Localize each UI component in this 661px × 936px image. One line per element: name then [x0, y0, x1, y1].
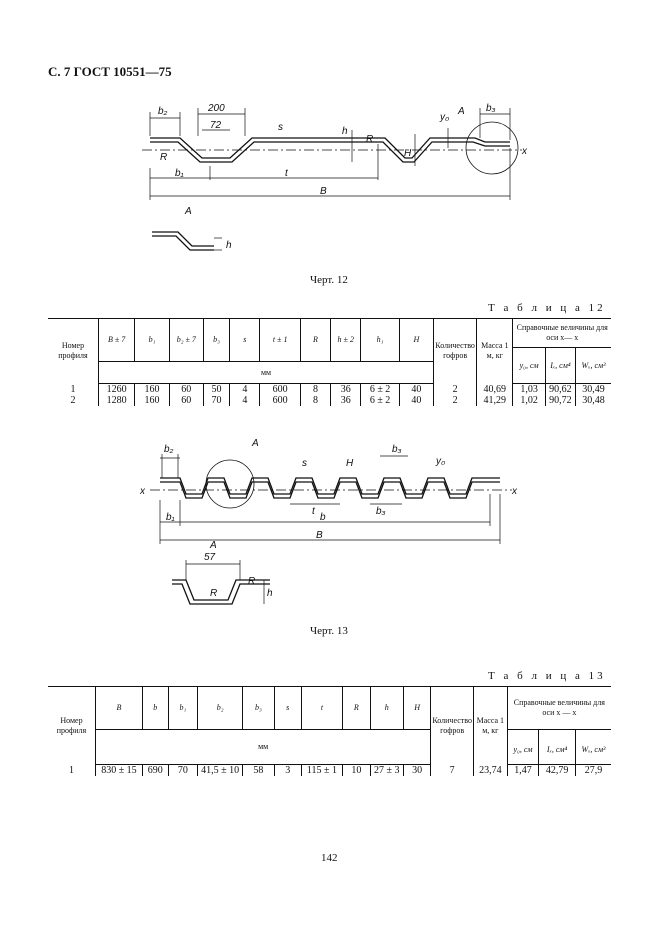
col13-reference: Справочные величины для оси x — x — [506, 686, 611, 730]
dim-y0: y₀ — [439, 112, 449, 123]
detail-A-label: A — [184, 206, 192, 217]
dim13-b: b — [320, 512, 326, 523]
dim13-b3: b₃ — [392, 444, 402, 455]
dim-s: s — [278, 122, 283, 133]
col13-count: Количество гофров — [430, 686, 474, 765]
dim-b1: b₁ — [175, 168, 184, 179]
detail13-A-label: A — [209, 540, 217, 551]
profile-drawing-12: b₂ 200 72 s h R H y₀ A b₃ x R b₁ t B A h — [142, 103, 528, 251]
col-reference: Справочные величины для оси x— x — [512, 318, 611, 348]
col13-mass: Масса 1 м, кг — [472, 686, 508, 765]
col-number: Номер профиля — [48, 318, 99, 384]
unit-mm: мм — [97, 361, 435, 384]
page-header: С. 7 ГОСТ 10551—75 — [48, 64, 172, 79]
dim-h: h — [342, 126, 348, 137]
detail13-A: A — [251, 438, 259, 449]
dim13-t: t — [312, 506, 316, 517]
profile-drawing-13: b₂ A s H b₃ y₀ x x t b₃ b₁ b B A 57 R R … — [140, 438, 518, 605]
dim13-H: H — [346, 458, 354, 469]
detail-h: h — [226, 240, 232, 251]
dim-b3: b₃ — [486, 103, 496, 114]
dim13-b1: b₁ — [166, 512, 175, 523]
dim13-y0: y₀ — [435, 456, 445, 467]
axis13-x: x — [511, 486, 518, 497]
table-12-title: Т а б л и ц а 12 — [488, 302, 606, 314]
table-13-title: Т а б л и ц а 13 — [488, 670, 606, 682]
figure-12-caption: Черт. 12 — [310, 274, 348, 286]
col13-number: Номер профиля — [48, 686, 96, 765]
dim13-b3b: b₃ — [376, 506, 386, 517]
dim13-b2: b₂ — [164, 444, 174, 455]
dim-b2: b₂ — [158, 106, 168, 117]
dim-200: 200 — [207, 103, 225, 114]
dim-t: t — [285, 168, 289, 179]
figure-13-caption: Черт. 13 — [310, 625, 348, 637]
dim13-B: B — [316, 530, 323, 541]
dim-R-left: R — [160, 152, 167, 163]
dim-R: R — [366, 134, 373, 145]
table-12: Номер профиля B ± 7 b₁ b₂ ± 7 b₃ s t ± 1… — [48, 318, 611, 406]
axis-x: x — [521, 146, 528, 157]
dim-B: B — [320, 186, 327, 197]
col-count: Количество гофров — [433, 318, 478, 384]
unit13-mm: мм — [94, 729, 432, 765]
table-13: Номер профиля B b b₁ b₂ b₃ s t R h H Кол… — [48, 686, 611, 776]
dim13-R2: R — [248, 576, 255, 587]
dim-H: H — [404, 148, 412, 159]
dim13-57: 57 — [204, 552, 216, 563]
col-mass: Масса 1 м, кг — [476, 318, 514, 384]
dim-72: 72 — [210, 120, 222, 131]
page-number: 142 — [321, 852, 338, 864]
dim13-s: s — [302, 458, 307, 469]
detail-A: A — [457, 106, 465, 117]
axis13-x-left: x — [140, 486, 146, 497]
dim13-h: h — [267, 588, 273, 599]
dim13-R: R — [210, 588, 217, 599]
